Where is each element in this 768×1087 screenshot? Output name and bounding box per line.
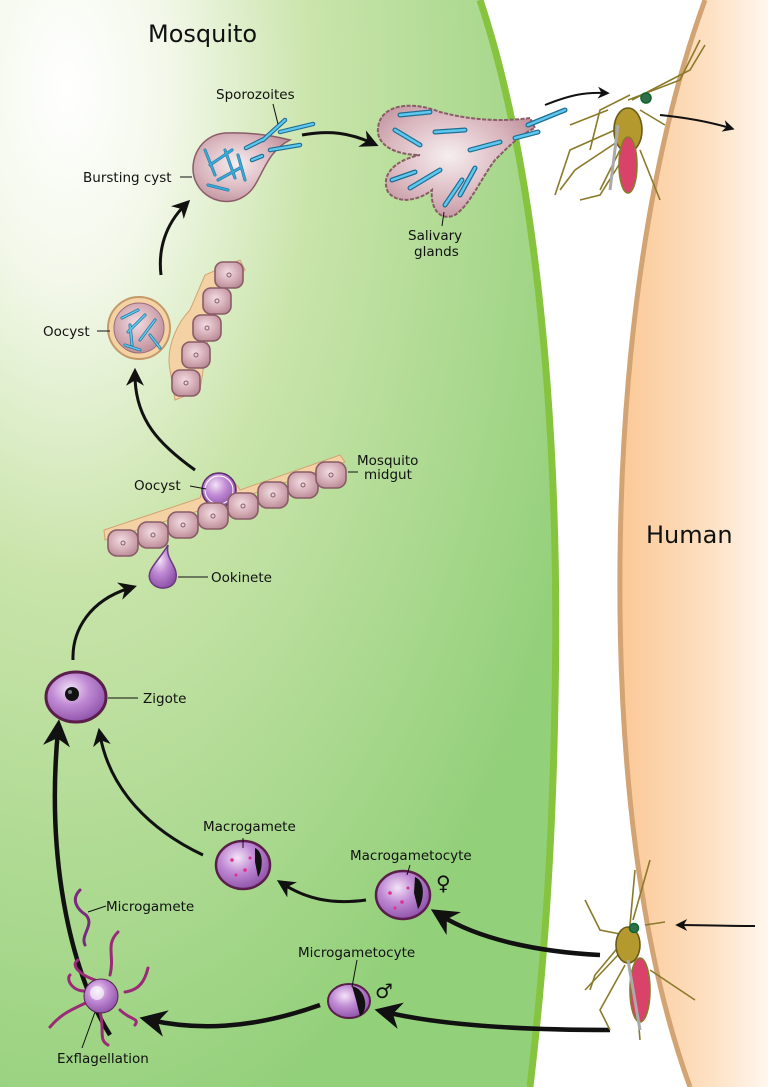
arrow-zygote-to-ookinete [71,582,137,661]
arrow-salivary-to-mosquito [544,86,610,106]
salivary-glands-leader [441,211,445,227]
male-symbol: ♂ [375,979,393,1003]
arrow-cyst-to-glands [301,130,379,147]
arrow-human-to-mosquito-bottom [675,919,756,932]
mosquito-region-title: Mosquito [148,20,257,48]
macrogametocyte-leader [406,864,411,876]
sporozoites [243,117,316,163]
oocyst-early-leader [189,485,207,490]
ookinete-label: Ookinete [211,570,272,586]
microgametocyte-leader [351,959,358,988]
midgut-label-line1: Mosquito [357,453,418,469]
exflagellation-label: Exflagellation [57,1051,149,1067]
sporozoites-leader [272,103,279,125]
zygote [44,670,108,724]
arrow-midgut-oocyst-to-mature-oocyst [126,367,196,472]
oocyst-mature [107,259,246,401]
mosquito-region [0,0,560,1087]
female-symbol: ♀ [436,871,451,895]
midgut-label-line2: midgut [364,467,412,483]
arrow-microgametocyte-to-exflagellation [139,1002,321,1037]
mosquito-biting-bottom [584,859,696,1041]
macrogametocyte [374,869,432,921]
human-region-title: Human [646,521,733,549]
oocyst-early-label: Oocyst [134,478,181,494]
microgametocyte-label: Microgametocyte [298,945,415,961]
microgamete-leader [87,905,107,913]
arrow-macrogametocyte-to-macrogamete [276,880,367,904]
microgamete-label: Microgamete [106,899,194,915]
macrogamete-label: Macrogamete [203,819,296,835]
arrow-macrogamete-to-zygote [93,727,204,857]
zygote-label: Zigote [143,691,186,707]
salivary-glands-label-line2: glands [414,244,459,260]
arrow-mosquito-to-human [659,114,735,132]
mosquito-biting-top [554,39,706,201]
oocyst-mature-label: Oocyst [43,324,90,340]
salivary-glands-label-line1: Salivary [408,228,462,244]
mosquito-midgut [103,454,347,557]
macrogametocyte-label: Macrogametocyte [350,848,472,864]
arrow-human-to-microgametocyte [374,1002,611,1033]
sporozoites-label: Sporozoites [216,87,295,103]
exflagellation [48,930,150,1047]
bursting-cyst [192,132,293,202]
arrow-human-to-macrogametocyte [430,909,601,958]
arrow-oocyst-to-bursting-cyst [158,199,191,276]
exflagellation-leader [81,1011,96,1049]
ookinete [148,544,177,589]
salivary-glands [376,104,537,218]
microgametocyte [327,983,371,1019]
released-sporozoites [512,107,568,141]
human-region [617,0,768,1087]
bursting-cyst-label: Bursting cyst [83,170,172,186]
microgamete [73,888,91,947]
macrogamete [214,839,272,891]
